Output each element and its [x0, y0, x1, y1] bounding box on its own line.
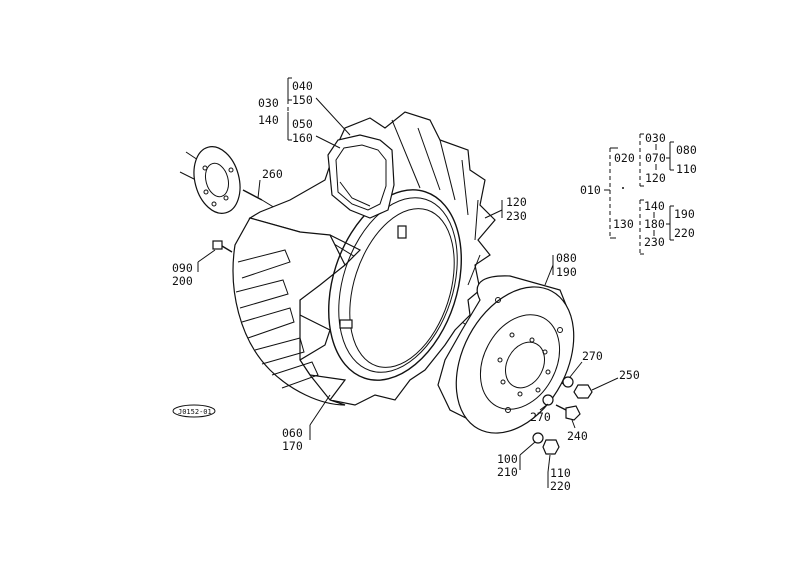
callout-270-upper: 270 — [582, 349, 603, 363]
tree-030: 030 — [645, 131, 666, 145]
tree-120: 120 — [645, 171, 666, 185]
leader-lines — [197, 77, 619, 488]
tree-220: 220 — [674, 226, 695, 240]
stamp-code: J0152-01 — [178, 408, 212, 416]
tree-labels: 010 020 030 070 120 080 110 130 140 180 … — [580, 131, 697, 249]
callout-150: 150 — [292, 93, 313, 107]
hub-flange — [179, 146, 241, 214]
tire-tube — [327, 134, 395, 219]
drawing-stamp: J0152-01 — [172, 404, 216, 418]
callout-120: 120 — [506, 195, 527, 209]
callout-140: 140 — [258, 113, 279, 127]
callout-270-lower: 270 — [530, 410, 551, 424]
tree-110: 110 — [676, 162, 697, 176]
callout-220: 220 — [550, 479, 571, 493]
callout-labels: 030 140 040 150 050 160 260 090 200 060 … — [172, 79, 640, 493]
callout-030: 030 — [258, 96, 279, 110]
callout-250: 250 — [619, 368, 640, 382]
tree-010: 010 — [580, 183, 601, 197]
callout-230: 230 — [506, 209, 527, 223]
tree-190: 190 — [674, 207, 695, 221]
tree-080: 080 — [676, 143, 697, 157]
bolt-240 — [542, 394, 581, 421]
callout-060: 060 — [282, 426, 303, 440]
callout-110: 110 — [550, 466, 571, 480]
callout-080: 080 — [556, 251, 577, 265]
callout-050: 050 — [292, 117, 313, 131]
callout-240: 240 — [567, 429, 588, 443]
callout-190: 190 — [556, 265, 577, 279]
tree-020: 020 — [614, 151, 635, 165]
callout-260: 260 — [262, 167, 283, 181]
tire — [232, 111, 496, 406]
tree-140: 140 — [644, 199, 665, 213]
callout-100: 100 — [497, 452, 518, 466]
callout-040: 040 — [292, 79, 313, 93]
tree-070: 070 — [645, 151, 666, 165]
nut-100 — [532, 432, 560, 455]
callout-200: 200 — [172, 274, 193, 288]
tree-180: 180 — [644, 217, 665, 231]
callout-090: 090 — [172, 261, 193, 275]
tree-230: 230 — [644, 235, 665, 249]
callout-170: 170 — [282, 439, 303, 453]
callout-160: 160 — [292, 131, 313, 145]
nut-250 — [562, 376, 593, 399]
bolt-090 — [212, 240, 233, 253]
part-number-tree — [604, 133, 674, 255]
tree-130: 130 — [613, 217, 634, 231]
callout-210: 210 — [497, 465, 518, 479]
